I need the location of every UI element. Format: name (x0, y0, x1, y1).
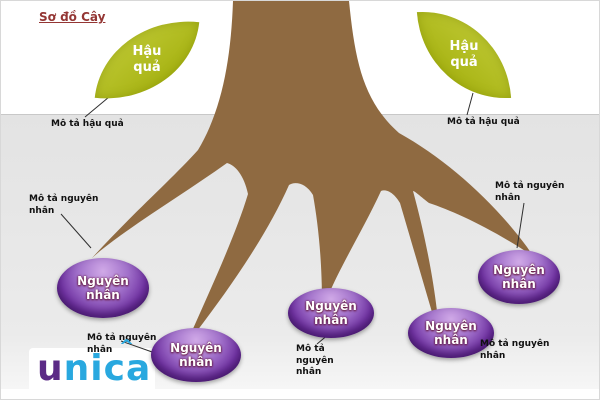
logo-text-u: u (37, 348, 64, 389)
cause-ellipse-5: Nguyên nhân (478, 250, 560, 304)
cause-ellipse-4: Nguyên nhân (408, 308, 494, 358)
cause-ellipse-2: Nguyên nhân (151, 328, 241, 382)
cause-note-top-left: Mô tả nguyên nhân (29, 194, 99, 216)
connector-line (60, 213, 92, 249)
connector-line (466, 92, 474, 116)
cause-label: Nguyên nhân (425, 318, 477, 347)
cause-label: Nguyên nhân (305, 298, 357, 327)
logo-text-nica: nica (63, 348, 152, 389)
logo-caret-icon (119, 338, 135, 356)
cause-label: Nguyên nhân (170, 340, 222, 369)
cause-note-top-right: Mô tả nguyên nhân (495, 181, 565, 203)
effect-leaf-label: Hậu quả (449, 38, 479, 70)
cause-note-bottom-right: Mô tả nguyên nhân (480, 339, 550, 361)
effect-leaf-label: Hậu quả (132, 43, 162, 75)
tree-trunk-roots (92, 1, 533, 340)
effect-note-right: Mô tả hậu quả (447, 117, 520, 127)
cause-note-bottom-center: Mô tả nguyên nhân (296, 344, 334, 378)
connector-line (516, 202, 525, 249)
connector-line (84, 96, 110, 118)
cause-label: Nguyên nhân (77, 273, 129, 302)
brand-logo: unica (37, 351, 151, 387)
cause-label: Nguyên nhân (493, 262, 545, 291)
cause-ellipse-3: Nguyên nhân (288, 288, 374, 338)
effect-note-left: Mô tả hậu quả (51, 119, 124, 129)
page-title: Sơ đồ Cây (39, 10, 106, 24)
cause-ellipse-1: Nguyên nhân (57, 258, 149, 318)
